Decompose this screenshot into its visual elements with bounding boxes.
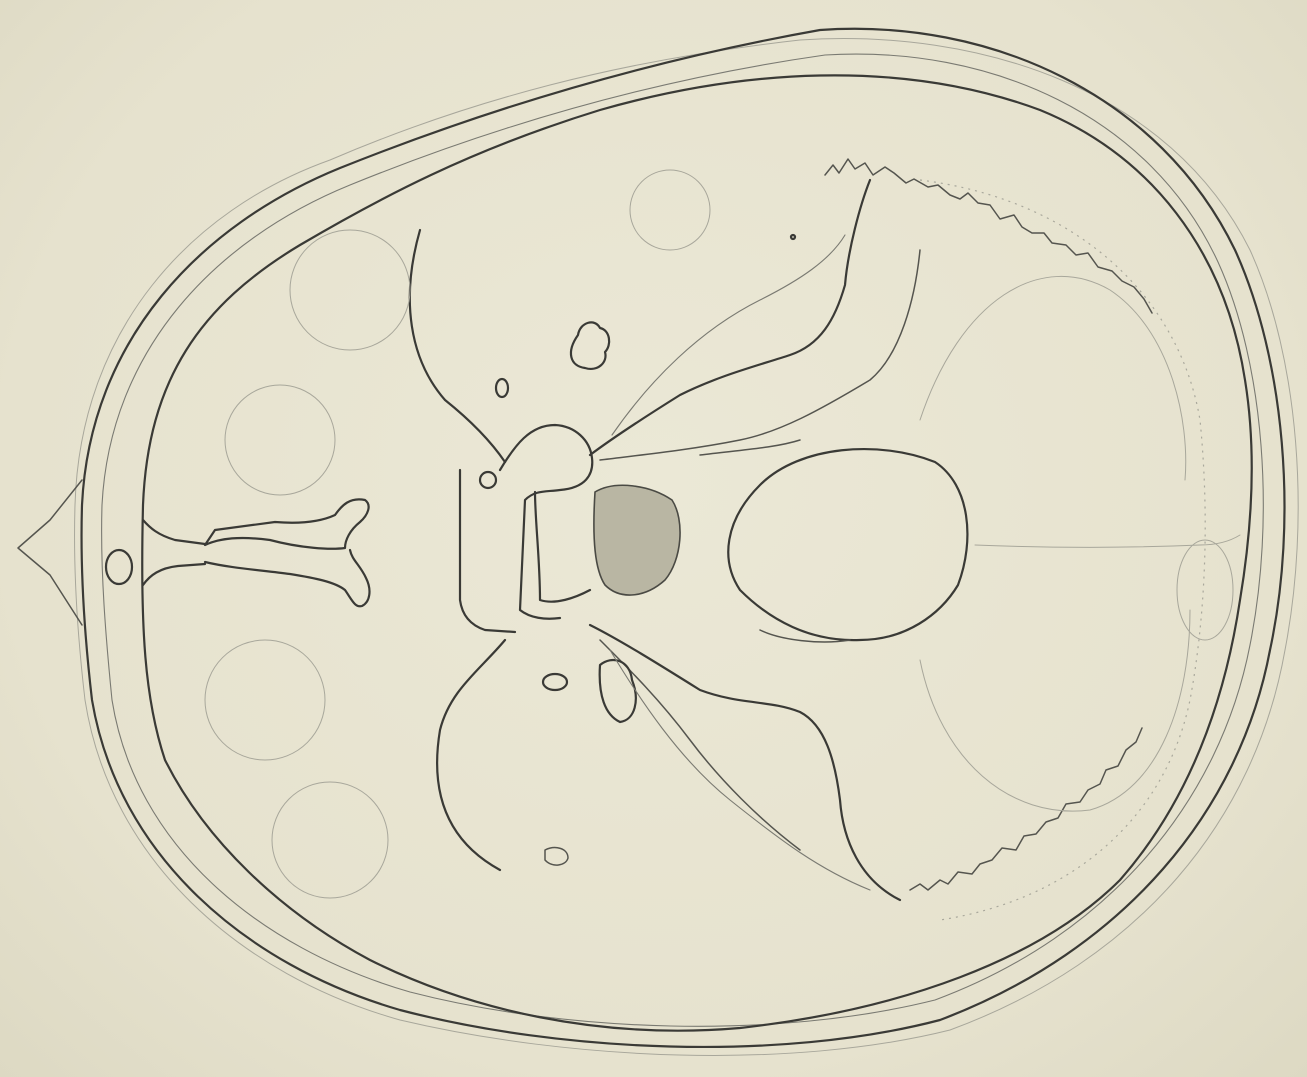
cerebellar-fossa-upper bbox=[920, 276, 1186, 480]
cerebellar-fossa-lower bbox=[920, 610, 1190, 811]
clivus-upper-edge bbox=[700, 440, 800, 455]
petrous-ridge-upper bbox=[600, 250, 920, 460]
foramen-magnum bbox=[728, 449, 967, 640]
orbit-impression-left-lower bbox=[205, 640, 325, 760]
inner-skull-table bbox=[142, 75, 1252, 1030]
orbit-impression-upper bbox=[290, 230, 410, 350]
optic-foramen bbox=[480, 472, 496, 488]
orbit-impression-lower bbox=[272, 782, 388, 898]
nasal-spine bbox=[18, 480, 82, 625]
lambdoid-suture bbox=[910, 728, 1142, 890]
foramen-ovale-upper bbox=[571, 322, 609, 369]
coronal-suture bbox=[825, 159, 1152, 313]
dorsum-sellae bbox=[535, 492, 590, 602]
frontal-crest-lower bbox=[143, 564, 205, 585]
foramina-cluster bbox=[545, 848, 568, 865]
sphenoid-body bbox=[500, 425, 592, 619]
anterior-fossa-boundary-lower bbox=[437, 640, 505, 870]
occipital-protuberance bbox=[1177, 540, 1233, 640]
orbit-impression-left-upper bbox=[225, 385, 335, 495]
lesser-wing-sphenoid-lower bbox=[590, 625, 900, 900]
cribriform-plate bbox=[205, 550, 369, 606]
foramen-cecum bbox=[106, 550, 132, 584]
temporal-contour-lower bbox=[610, 650, 870, 890]
anterior-fossa-boundary bbox=[410, 230, 505, 462]
anterior-clinoid bbox=[460, 470, 515, 632]
foramen-ovale-lower bbox=[600, 660, 636, 722]
crista-galli bbox=[205, 499, 369, 548]
foramen-spinosum-upper bbox=[496, 379, 508, 397]
frontal-crest bbox=[143, 520, 205, 544]
hypophyseal-fossa bbox=[594, 485, 680, 595]
dot-mark bbox=[791, 235, 795, 239]
foramen-lacerum-lower bbox=[543, 674, 567, 690]
temporal-contour bbox=[612, 235, 845, 435]
eyeball-outline bbox=[630, 170, 710, 250]
